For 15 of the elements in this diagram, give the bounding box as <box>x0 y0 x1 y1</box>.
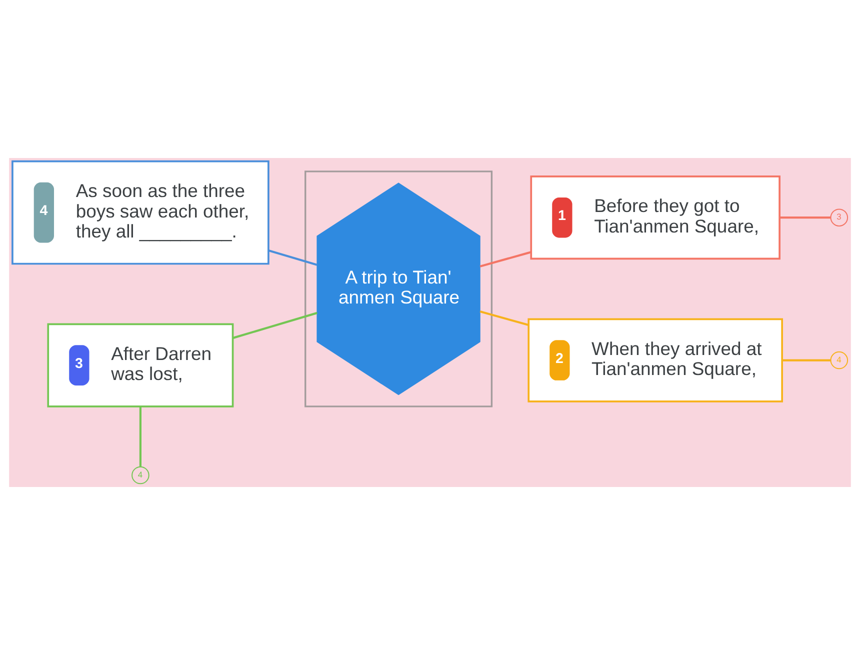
node-circle: 4 <box>830 351 848 370</box>
node-circle: 4 <box>132 466 150 484</box>
node-circle: 3 <box>830 208 848 226</box>
connector <box>480 310 529 326</box>
connector <box>782 359 831 362</box>
connector <box>268 250 318 266</box>
node-box: 1 Before they got to Tian'anmen Square, <box>530 176 780 260</box>
connector <box>139 406 142 467</box>
node-box: 4 As soon as the three boys saw each other, they all _________. <box>12 160 270 265</box>
connector <box>480 251 532 268</box>
connector <box>232 312 318 339</box>
connector <box>780 216 831 219</box>
node-box: 3 After Darren was lost, <box>47 323 234 408</box>
cluster <box>304 170 493 408</box>
node-box: 2 When they arrived at Tian'anmen Square, <box>528 318 783 402</box>
